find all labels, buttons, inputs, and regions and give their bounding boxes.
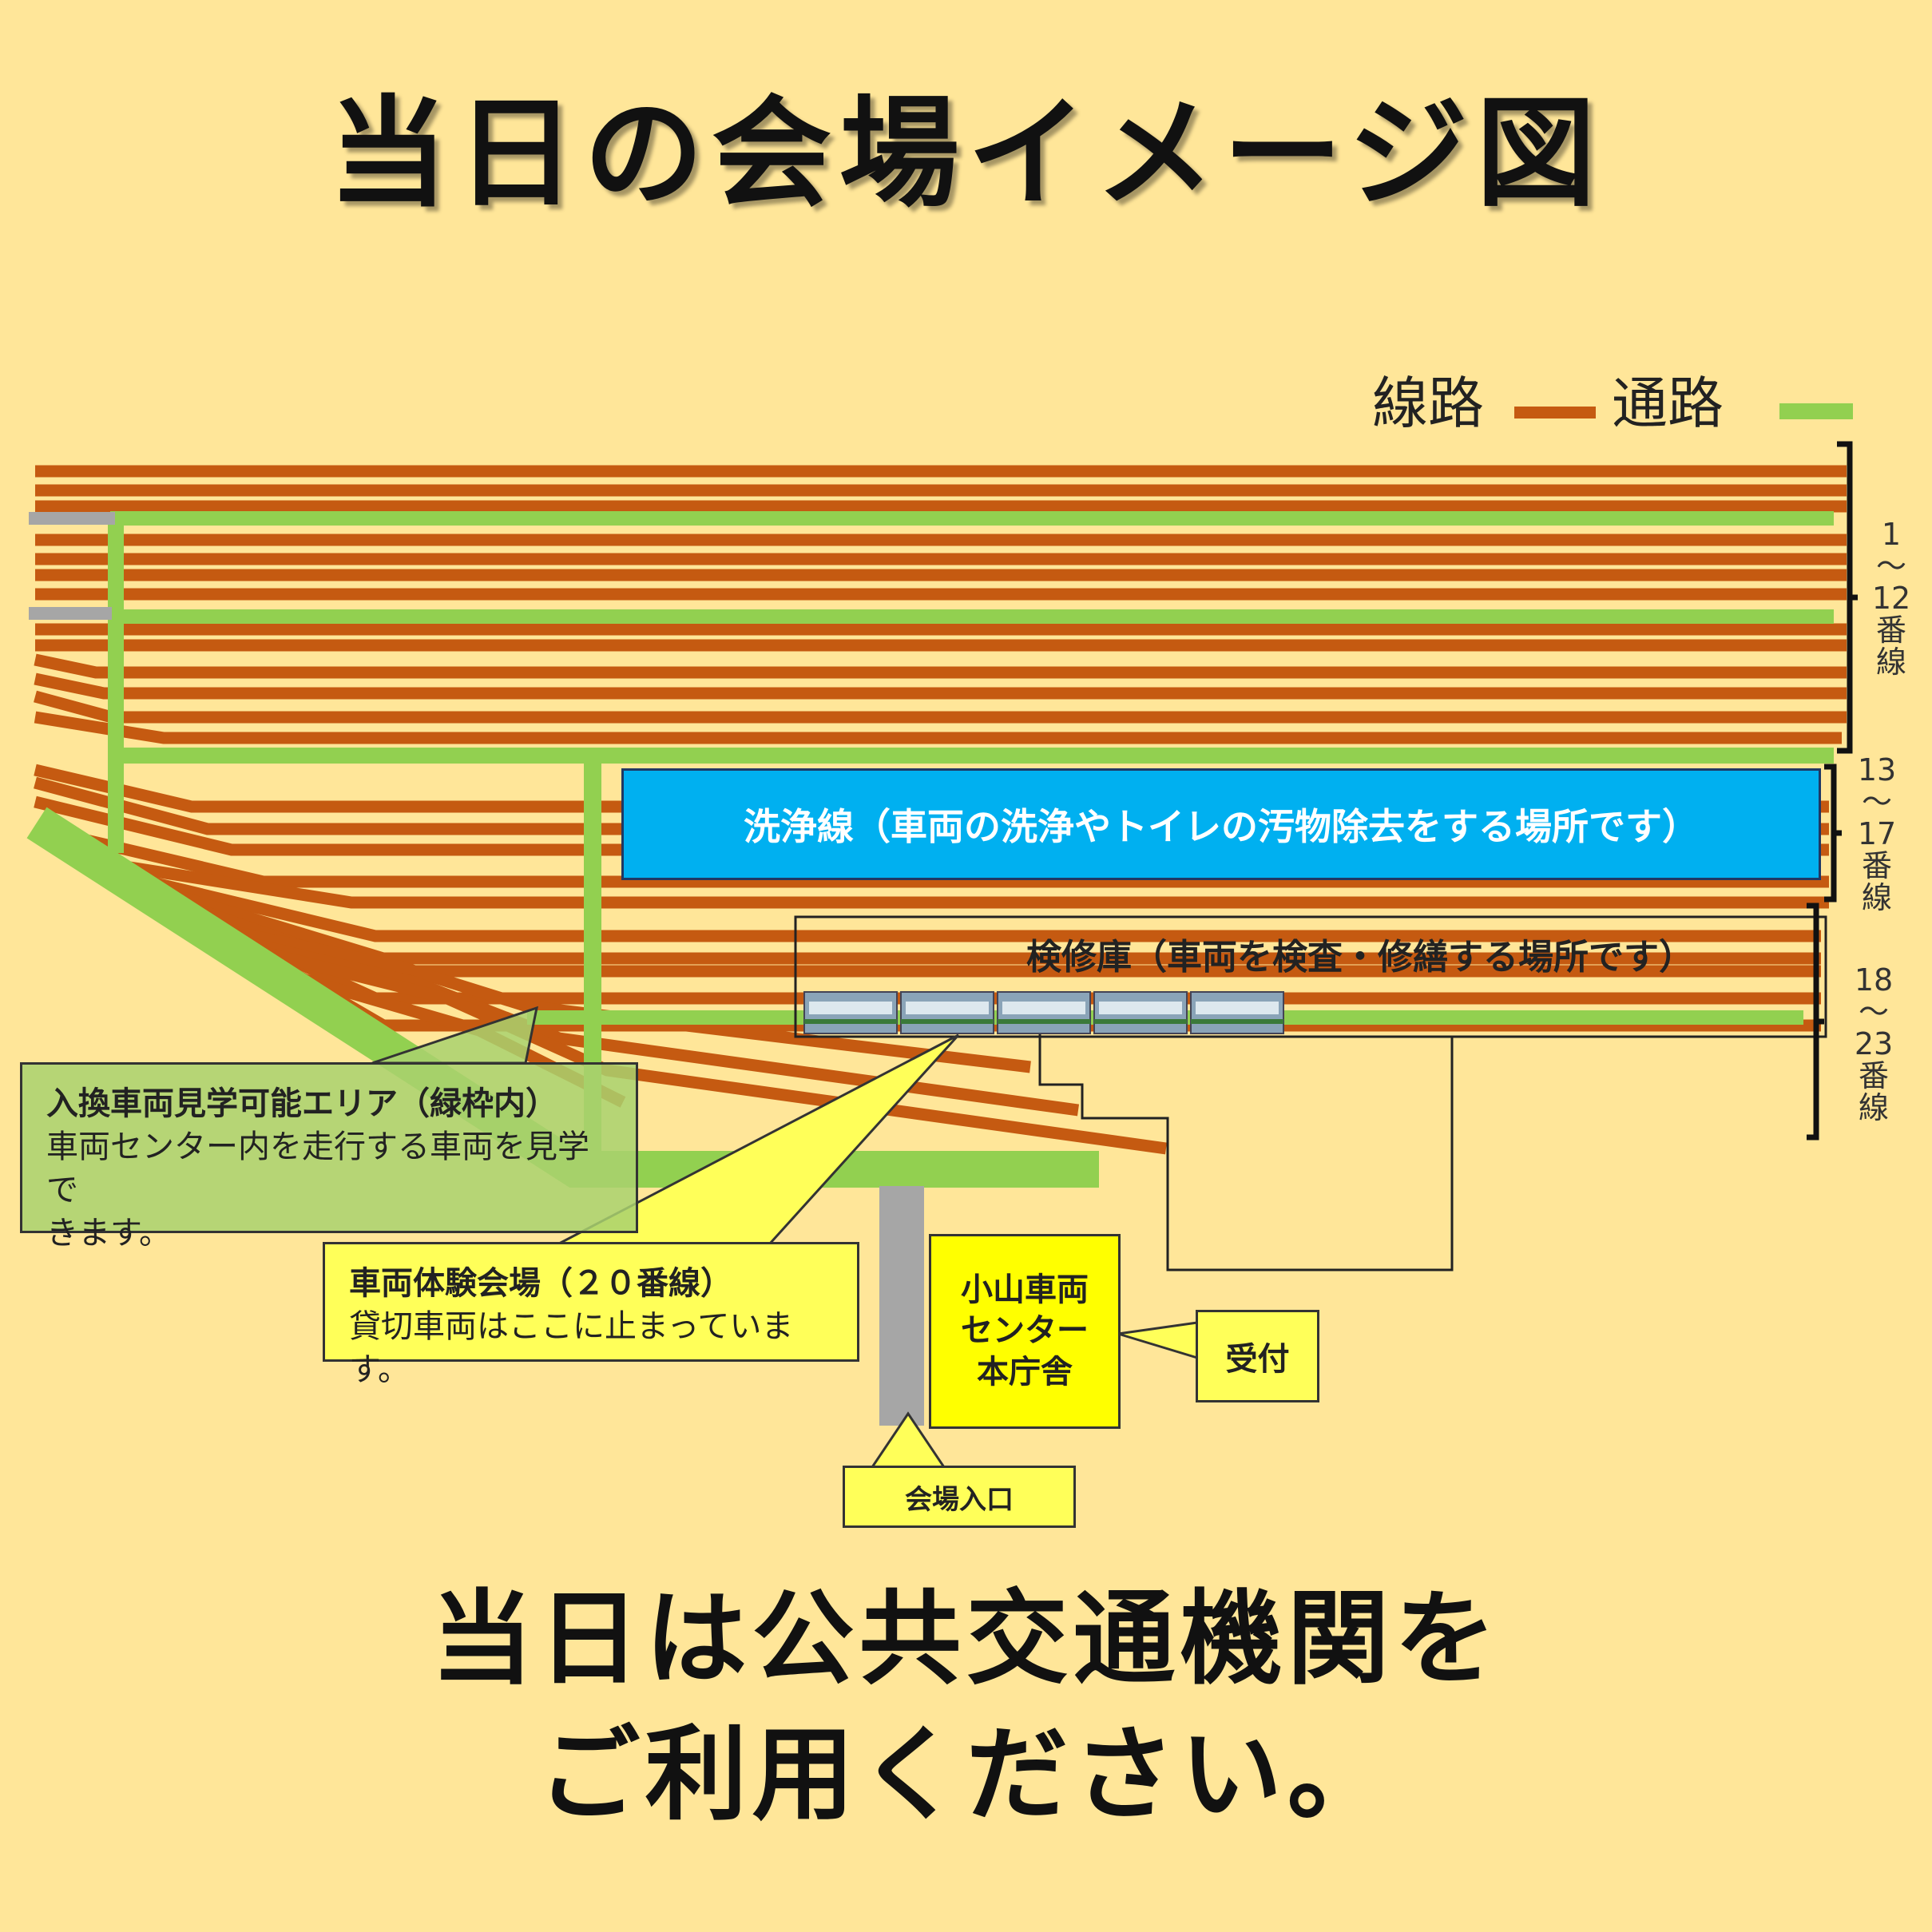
experience-venue-body: 貸切車両はここに止まっています。 xyxy=(349,1308,794,1388)
track-line xyxy=(118,859,1829,909)
legend-track-swatch xyxy=(1514,407,1596,419)
shunting-area-heading: 入換車両見学可能エリア（緑枠内） xyxy=(46,1085,557,1122)
train-stripe xyxy=(901,1019,994,1024)
track-line xyxy=(34,672,1847,700)
depot-outline xyxy=(794,915,1827,1271)
track-line xyxy=(34,711,1842,744)
train-stripe xyxy=(998,1019,1090,1024)
legend-path-swatch xyxy=(1779,403,1853,419)
shunting-area-callout: 入換車両見学可能エリア（緑枠内） 車両センター内を走行する車両を見学で きます。 xyxy=(20,1062,638,1252)
shunting-area-line1: 車両センター内を走行する車両を見学で xyxy=(46,1129,589,1208)
track-line xyxy=(134,872,1821,942)
train-window xyxy=(906,1002,989,1014)
train-window xyxy=(1099,1002,1182,1014)
track-line xyxy=(34,690,1847,724)
bottom-message-line1: 当日は公共交通機関を xyxy=(430,1580,1502,1699)
building-outline xyxy=(1038,1033,1454,1271)
track-line xyxy=(222,923,1031,1073)
train-window xyxy=(1002,1002,1085,1014)
brackets xyxy=(1807,441,1858,1141)
track-group-label-18-23: 18 〜 23 番 線 xyxy=(1854,962,1894,1125)
hq-building: 小山車両 センター 本庁舎 xyxy=(929,1234,1121,1429)
track-line xyxy=(34,653,1847,679)
train-window xyxy=(1196,1002,1279,1014)
shunting-area-line2: きます。 xyxy=(46,1215,171,1252)
train-cars xyxy=(803,991,1284,1034)
page-title: 当日の会場イメージ図 xyxy=(327,85,1604,224)
track-line xyxy=(78,832,1829,888)
experience-venue-callout: 車両体験会場（２０番線） 貸切車両はここに止まっています。 xyxy=(323,1242,859,1388)
depot-label: 検修庫（車両を検査・修繕する場所です） xyxy=(1026,937,1694,978)
train-stripe xyxy=(1094,1019,1187,1024)
track-group-label-1-12: 1 〜 12 番 線 xyxy=(1871,517,1911,680)
reception-label: 受付 xyxy=(1196,1310,1319,1402)
train-stripe xyxy=(804,1019,897,1024)
track-group-label-13-17: 13 〜 17 番 線 xyxy=(1857,752,1897,915)
depot-frame xyxy=(794,915,1827,1038)
entrance-label: 会場入口 xyxy=(843,1466,1076,1528)
bottom-message-line2: ご利用ください。 xyxy=(538,1716,1394,1835)
gray-stubs xyxy=(29,512,924,1426)
reception-pointer xyxy=(1117,1321,1199,1360)
train-window xyxy=(809,1002,892,1014)
legend-path-label: 通路 xyxy=(1612,371,1724,436)
experience-venue-heading: 車両体験会場（２０番線） xyxy=(349,1265,732,1302)
wash-line-label: 洗浄線（車両の洗浄やトイレの汚物除去をする場所です） xyxy=(621,768,1821,880)
train-stripe xyxy=(1191,1019,1283,1024)
legend-track-label: 線路 xyxy=(1372,371,1484,436)
